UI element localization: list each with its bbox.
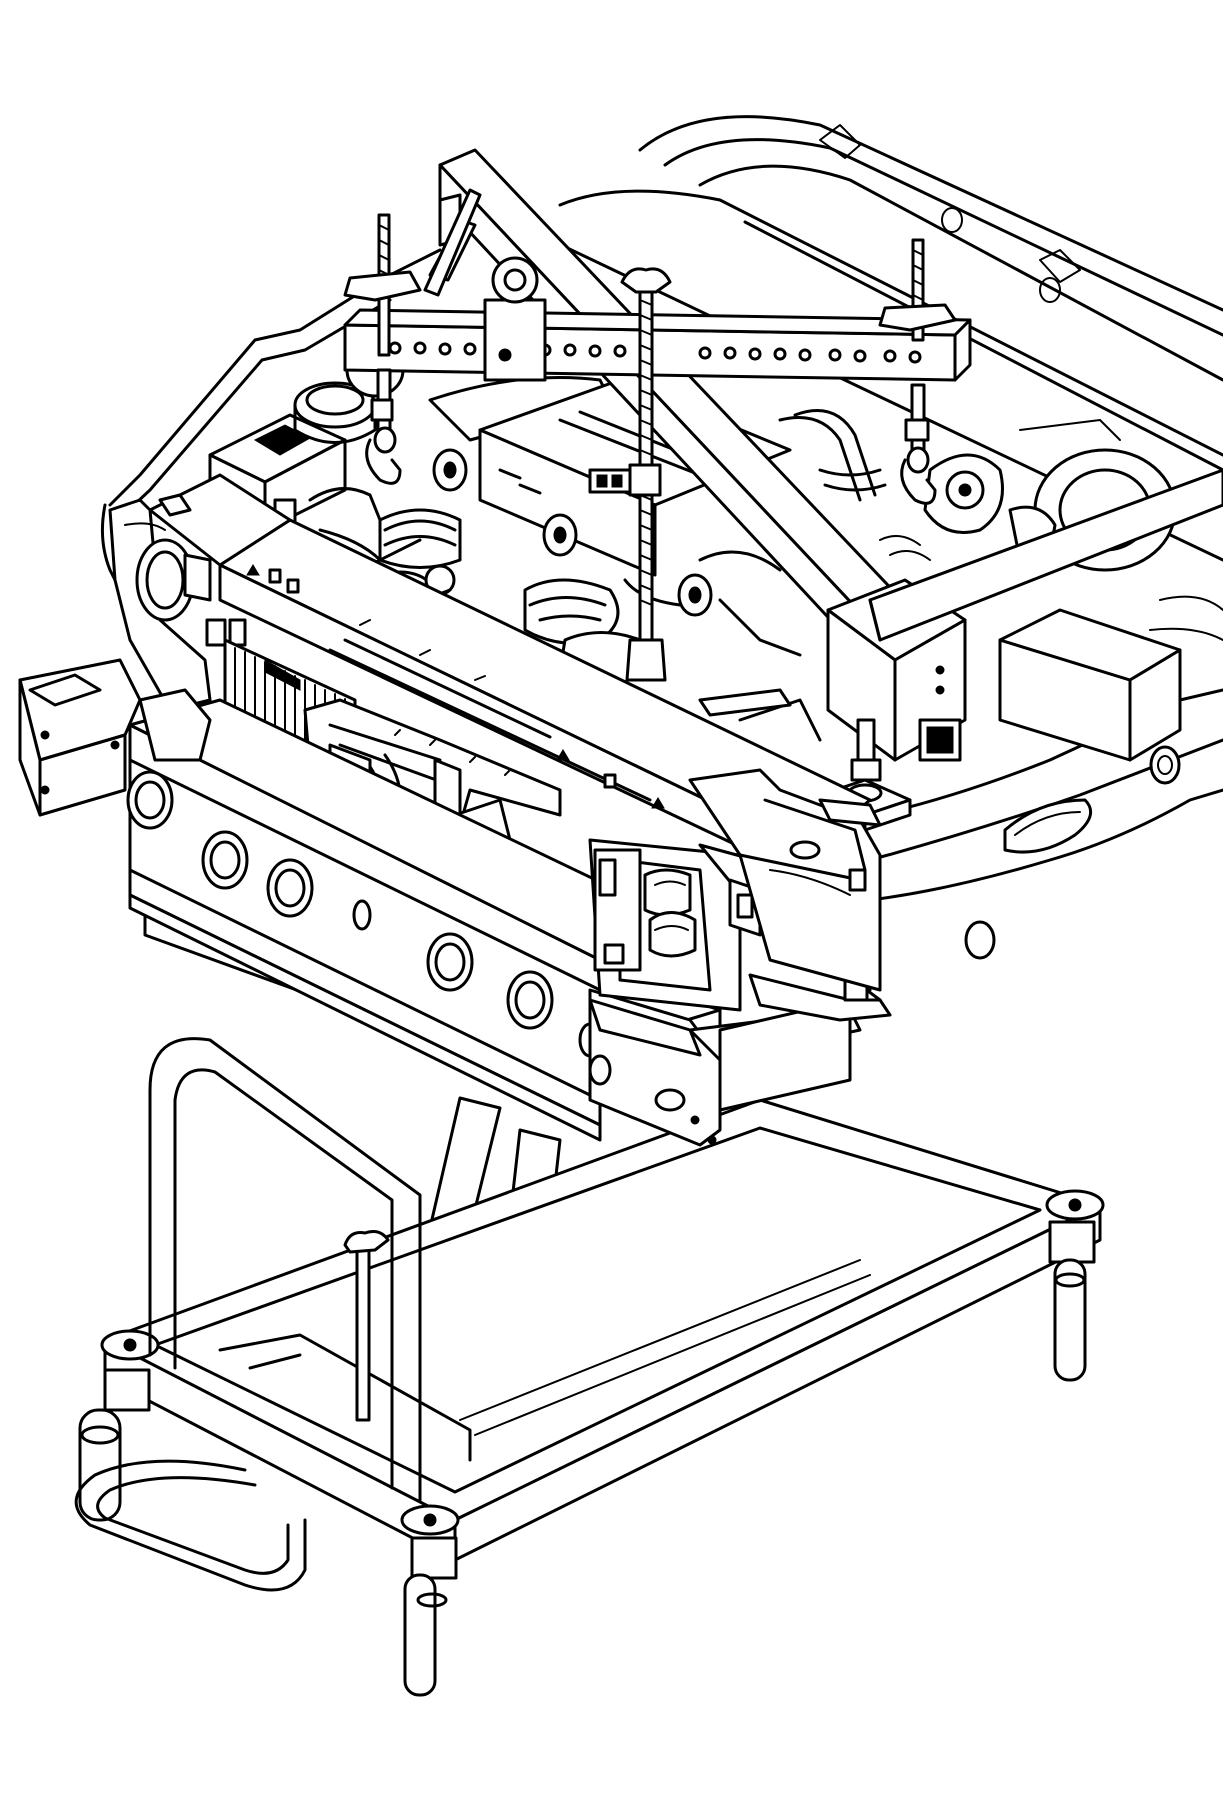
fuse-box xyxy=(998,608,1182,762)
frame-rail-left-end xyxy=(18,658,212,817)
support-fixture-cross-beam xyxy=(868,468,1223,642)
support-fixture-rear-legs xyxy=(423,188,482,297)
radiator-support-upper-tie-bar xyxy=(148,473,872,882)
lift-table-push-handle xyxy=(148,1037,422,1502)
lift-table-release-lever xyxy=(343,1230,390,1422)
lift-table-corner-caps xyxy=(100,1189,1105,1536)
hoses-and-wiring xyxy=(308,409,931,742)
support-fixture-center-clamp xyxy=(483,256,547,382)
support-fixture-left-hook xyxy=(343,213,422,485)
radiator-support-left-side xyxy=(108,493,247,712)
radiator-support xyxy=(18,473,892,1147)
lift-table-casters xyxy=(78,1220,1096,1697)
lift-table-base-frame xyxy=(103,1098,1102,1562)
support-fixture-right-hook xyxy=(878,238,957,505)
radiator-support-right-apron xyxy=(688,768,882,992)
engine-lifting-eyes xyxy=(432,448,713,617)
frame-rail-right-end xyxy=(588,988,862,1147)
windshield-frame xyxy=(638,115,1223,472)
support-fixture-center-rod xyxy=(620,267,672,682)
crossmember-holes xyxy=(126,770,602,1058)
air-intake-duct xyxy=(378,376,644,688)
support-fixture-slotted-bar xyxy=(343,308,972,382)
lift-table-foot-pedal xyxy=(74,1459,307,1592)
